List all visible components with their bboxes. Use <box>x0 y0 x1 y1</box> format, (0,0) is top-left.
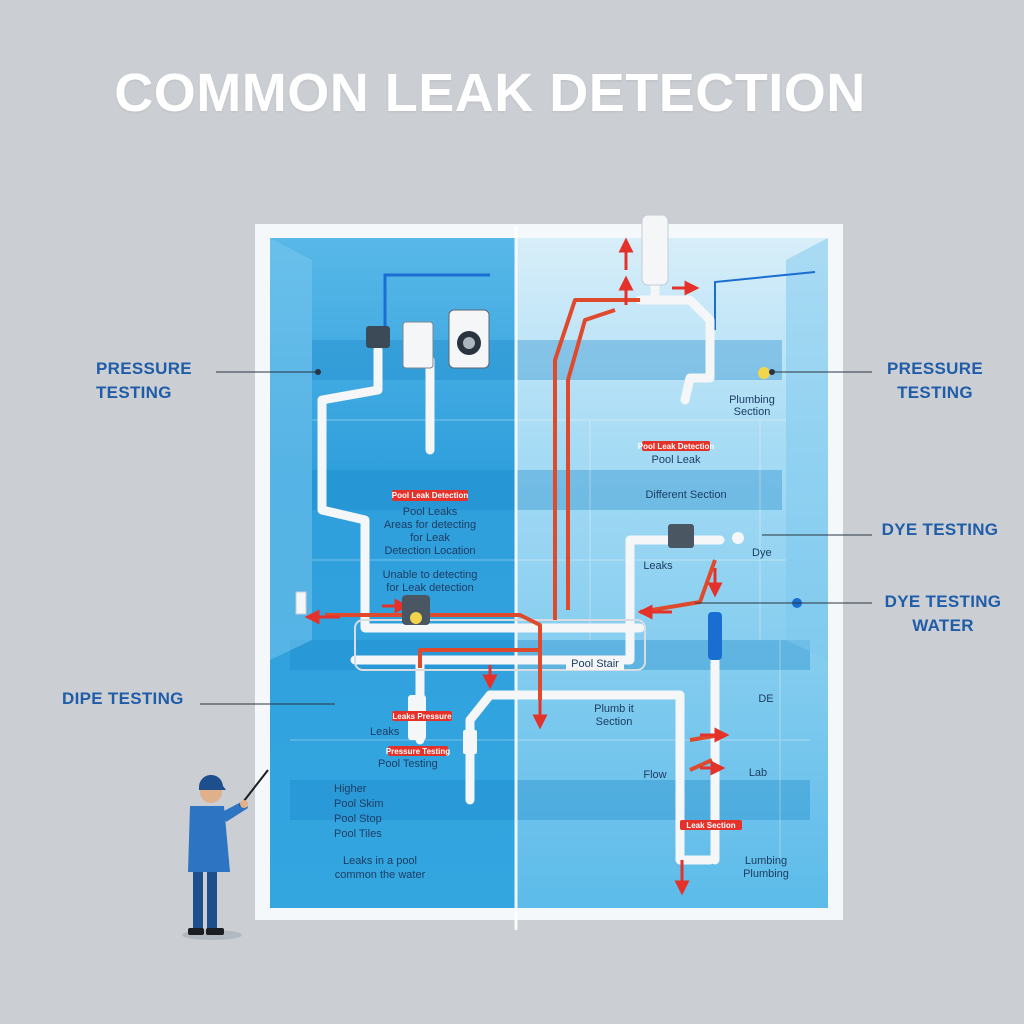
water-bands <box>290 340 810 820</box>
callout-left-dipe: DIPE TESTING <box>62 689 184 708</box>
technician-figure <box>182 769 269 940</box>
tag-right-mid-text: Pool Leak Detection <box>638 442 715 451</box>
note-right-flow: Flow <box>643 769 666 781</box>
note-left-top-4: Detection Location <box>384 545 475 557</box>
left-panel-notes: Pool Leak Detection Pool Leaks Areas for… <box>334 490 477 881</box>
tag-left-low-2 <box>388 746 448 756</box>
wall-shade-left <box>270 238 312 660</box>
tag-right-low-text: Leak Section <box>686 821 735 830</box>
callout-dot <box>315 369 321 375</box>
leak-arrows <box>304 237 730 896</box>
note-left-low-1: Leaks <box>370 726 400 738</box>
tag-left-low-1-text: Leaks Pressure <box>392 712 452 721</box>
supply-line-right <box>714 271 816 330</box>
note-left-footer-1: Leaks in a pool <box>343 855 417 867</box>
callout-leaders <box>200 371 872 705</box>
note-right-top-2: Section <box>734 406 771 418</box>
supply-line-left <box>383 273 490 345</box>
tag-left-top <box>392 490 468 501</box>
note-right-pump-1: Plumb it <box>594 703 634 715</box>
note-right-leaks: Leaks <box>643 560 673 572</box>
callout-dot <box>769 369 775 375</box>
list-item: Higher <box>334 783 367 795</box>
tag-left-top-text: Pool Leak Detection <box>392 491 469 500</box>
tag-left-low-1 <box>392 711 452 721</box>
note-right-pump-2: Section <box>596 716 633 728</box>
note-left-top-2: Areas for detecting <box>384 519 476 531</box>
tag-right-low <box>680 820 742 830</box>
note-left-mid-2: for Leak detection <box>386 582 473 594</box>
tag-right-mid <box>642 441 710 451</box>
note-right-mid: Pool Leak <box>652 454 701 466</box>
callout-right-dye: DYE TESTING <box>881 520 999 539</box>
list-item: Pool Stop <box>334 813 382 825</box>
note-left-top-3: for Leak <box>410 532 450 544</box>
equipment <box>295 214 802 754</box>
list-item: Pool Skim <box>334 798 384 810</box>
note-right-low-2: Plumbing <box>743 868 789 880</box>
callout-right-pressure: PRESSURE TESTING <box>887 359 983 402</box>
note-left-top-1: Pool Leaks <box>403 506 458 518</box>
pump-label: Pool Stair <box>571 658 619 670</box>
page-title: COMMON LEAK DETECTION <box>114 63 866 123</box>
pump-label-box <box>566 656 624 670</box>
callout-right-dye-water: DYE TESTING WATER <box>884 592 1002 635</box>
callout-left-pressure: PRESSURE TESTING <box>96 359 192 402</box>
note-right-section: Different Section <box>645 489 726 501</box>
note-left-low-2: Pool Testing <box>378 758 438 770</box>
note-right-low-1: Lumbing <box>745 855 787 867</box>
list-item: Pool Tiles <box>334 828 382 840</box>
note-left-mid-1: Unable to detecting <box>383 569 478 581</box>
right-panel-notes: Plumbing Section Pool Leak Detection Poo… <box>566 394 789 880</box>
note-right-top-1: Plumbing <box>729 394 775 406</box>
tag-left-low-2-text: Pressure Testing <box>386 747 450 756</box>
note-right-lab: Lab <box>749 767 767 779</box>
note-left-footer-2: common the water <box>335 869 426 881</box>
wall-shade-right <box>786 238 828 660</box>
note-right-de: DE <box>758 693 773 705</box>
pipe-outline <box>354 619 646 671</box>
note-right-dye: Dye <box>752 547 772 559</box>
